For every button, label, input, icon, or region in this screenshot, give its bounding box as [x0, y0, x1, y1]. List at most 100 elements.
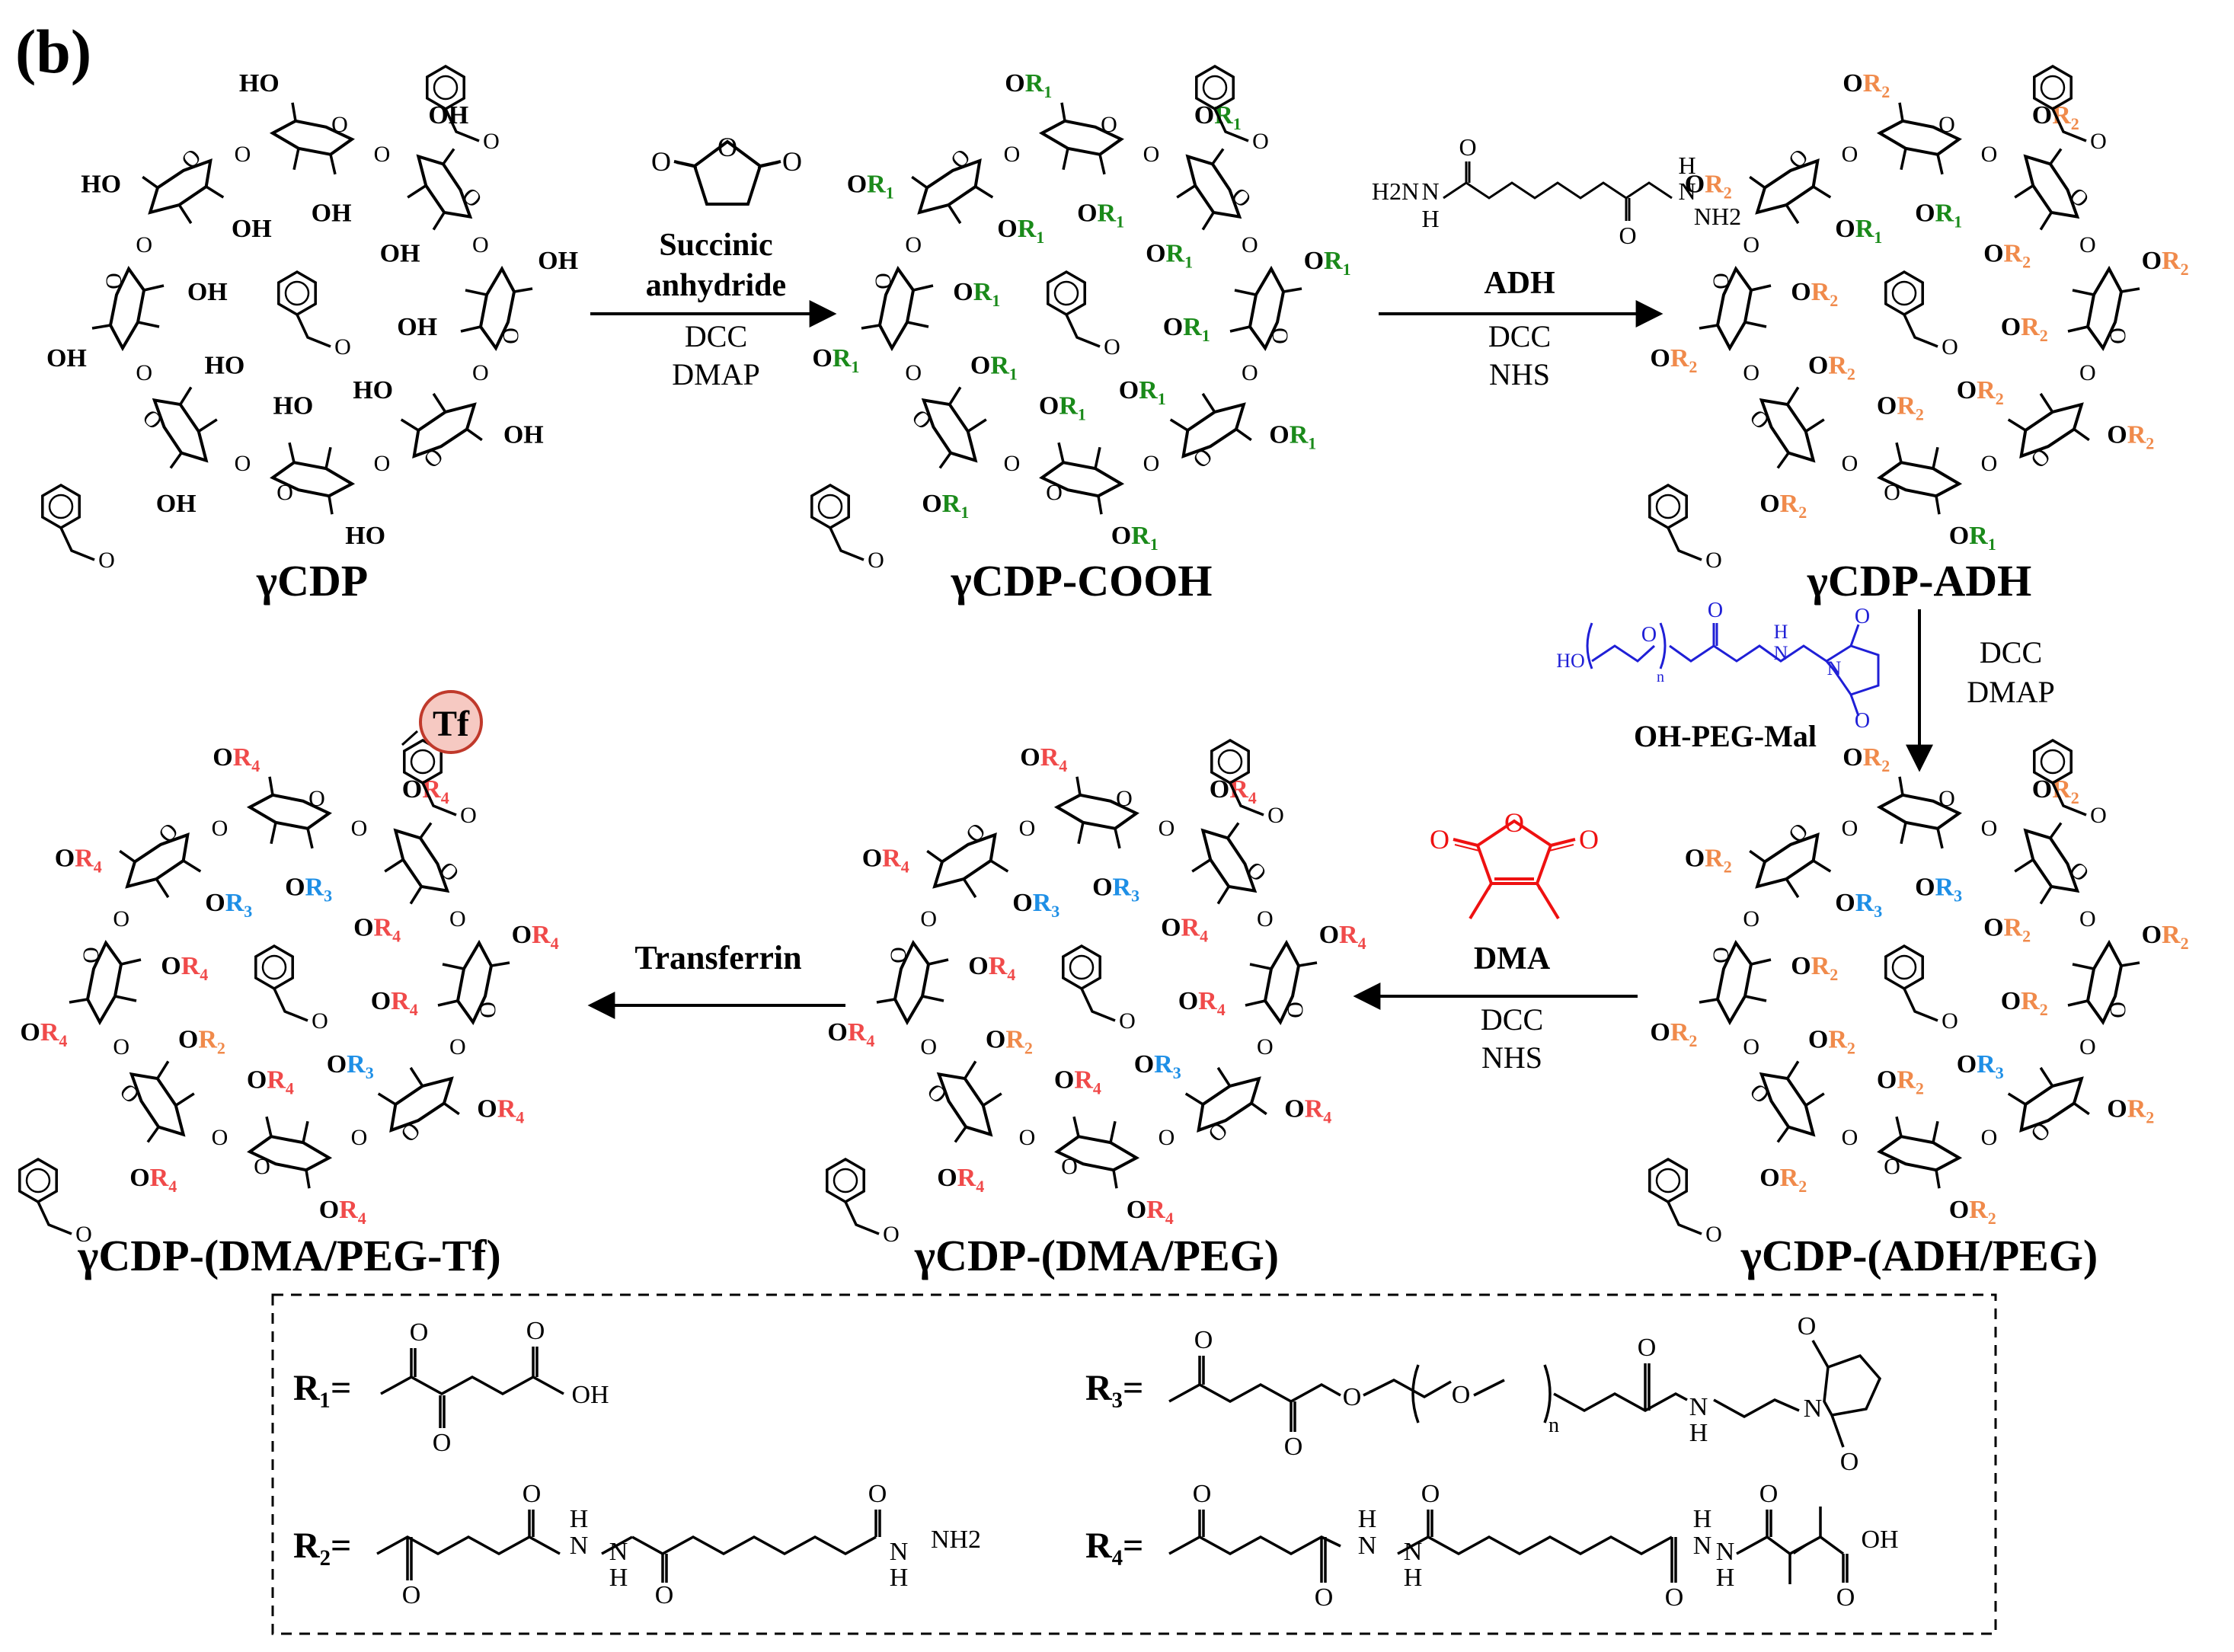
- benzyl-group: O: [826, 1157, 900, 1247]
- step-2: H2N O N H O H N NH2 ADH DCC NHS: [1372, 133, 1741, 391]
- svg-text:O: O: [472, 232, 489, 257]
- glucose-unit: O: [1191, 822, 1271, 905]
- glucose-unit: O: [269, 102, 355, 175]
- svg-text:O: O: [410, 1318, 429, 1347]
- svg-text:N: N: [890, 1538, 909, 1566]
- svg-text:O: O: [1459, 133, 1476, 161]
- substituent-label: OR4: [477, 1095, 524, 1127]
- svg-text:O: O: [460, 803, 477, 828]
- substituent-label: OR3: [1957, 1050, 2004, 1082]
- svg-text:O: O: [1104, 334, 1120, 359]
- svg-text:H: H: [1716, 1564, 1735, 1592]
- step5-reagent: Transferrin: [634, 939, 801, 976]
- step1-cond-1: DCC: [685, 319, 747, 353]
- svg-text:O: O: [1159, 1125, 1175, 1150]
- substituent-label: OR2: [1842, 69, 1890, 101]
- glucose-unit: O: [1054, 1116, 1140, 1189]
- substituent-label: OR2: [1877, 1066, 1924, 1098]
- svg-text:O: O: [1203, 1117, 1232, 1147]
- svg-text:O: O: [1061, 1154, 1078, 1179]
- svg-text:O: O: [961, 818, 991, 848]
- substituent-label: OR4: [512, 921, 559, 953]
- benzyl-group: O: [1884, 944, 1958, 1034]
- substituent-label: OR4: [161, 952, 208, 984]
- svg-text:O: O: [1743, 906, 1759, 931]
- substituent-label: OR2: [1759, 490, 1807, 522]
- svg-text:O: O: [1705, 1222, 1722, 1247]
- svg-text:O: O: [651, 146, 671, 177]
- svg-text:n: n: [1548, 1414, 1559, 1437]
- svg-text:O: O: [1884, 1154, 1900, 1179]
- svg-text:N: N: [1421, 177, 1439, 205]
- svg-text:O: O: [1143, 451, 1160, 476]
- glucose-unit: O: [1229, 265, 1302, 351]
- svg-text:OH: OH: [571, 1381, 609, 1409]
- svg-text:O: O: [334, 334, 351, 359]
- svg-text:N: N: [1358, 1532, 1377, 1560]
- glucose-unit: O: [911, 144, 994, 225]
- glucose-unit: O: [1749, 144, 1832, 225]
- substituent-label: OR4: [1319, 921, 1366, 953]
- svg-text:n: n: [1657, 669, 1664, 685]
- substituent-label: OR4: [862, 845, 909, 877]
- structure-name-4: γCDP-(ADH/PEG): [1740, 1231, 2098, 1280]
- glucose-unit: O: [247, 1116, 333, 1189]
- substituent-label: OR2: [1791, 278, 1838, 310]
- svg-text:O: O: [920, 906, 937, 931]
- substituent-label: OH: [312, 199, 352, 227]
- substituent-label: OR4: [319, 1196, 366, 1228]
- svg-text:O: O: [1579, 824, 1599, 855]
- svg-text:O: O: [136, 360, 152, 385]
- legend-r1: R₁=: [293, 1368, 351, 1408]
- substituent-label: OR4: [371, 987, 418, 1019]
- svg-text:O: O: [115, 1078, 145, 1108]
- substituent-label: OH: [187, 278, 228, 306]
- svg-text:O: O: [2064, 857, 2094, 887]
- substituent-label: OR4: [1127, 1196, 1174, 1228]
- substituent-label: OR3: [327, 1050, 374, 1082]
- benzyl-group: O: [2033, 738, 2107, 828]
- svg-text:O: O: [1942, 334, 1958, 359]
- substituent-label: OH: [232, 215, 272, 243]
- substituent-label: OR3: [1835, 889, 1882, 921]
- svg-text:O: O: [1981, 1125, 1998, 1150]
- substituent-label: OR1: [812, 344, 859, 376]
- svg-text:O: O: [1784, 818, 1814, 848]
- benzyl-group: O: [254, 944, 328, 1034]
- svg-text:O: O: [1143, 142, 1160, 167]
- transferrin-badge: Tf: [419, 690, 483, 754]
- svg-text:O: O: [1708, 273, 1734, 289]
- svg-text:O: O: [1343, 1383, 1362, 1411]
- svg-text:O: O: [177, 144, 206, 174]
- substituent-label: OR1: [922, 490, 969, 522]
- svg-text:O: O: [1855, 709, 1870, 733]
- svg-text:N: N: [1804, 1395, 1823, 1423]
- svg-text:O: O: [1004, 142, 1021, 167]
- glucose-unit: O: [2014, 148, 2094, 231]
- svg-text:O: O: [312, 1008, 328, 1034]
- glucose-unit: O: [1876, 776, 1962, 849]
- svg-text:O: O: [113, 1034, 129, 1059]
- svg-text:O: O: [418, 443, 448, 473]
- svg-text:O: O: [351, 1125, 368, 1150]
- benzyl-group: O: [18, 1157, 92, 1247]
- substituent-label: OR4: [1161, 914, 1208, 946]
- svg-text:O: O: [1421, 1480, 1440, 1508]
- glucose-unit: O: [377, 1066, 460, 1147]
- substituent-label: OR1: [953, 278, 1000, 310]
- svg-text:O: O: [1242, 360, 1258, 385]
- glucose-unit: O: [91, 266, 165, 352]
- substituent-label: OR1: [847, 171, 894, 203]
- step-3: HO O n O H N N O O OH-PEG-Mal DCC DMAP: [1556, 599, 2055, 772]
- svg-text:O: O: [1708, 599, 1723, 622]
- svg-text:H: H: [1421, 205, 1439, 232]
- glucose-unit: O: [1745, 386, 1825, 469]
- svg-text:O: O: [1842, 142, 1858, 167]
- svg-text:NH2: NH2: [931, 1526, 981, 1554]
- substituent-label: OR1: [1146, 240, 1193, 272]
- glucose-unit: O: [876, 940, 949, 1026]
- substituent-label: OR1: [1949, 522, 1996, 554]
- svg-text:N: N: [570, 1532, 589, 1560]
